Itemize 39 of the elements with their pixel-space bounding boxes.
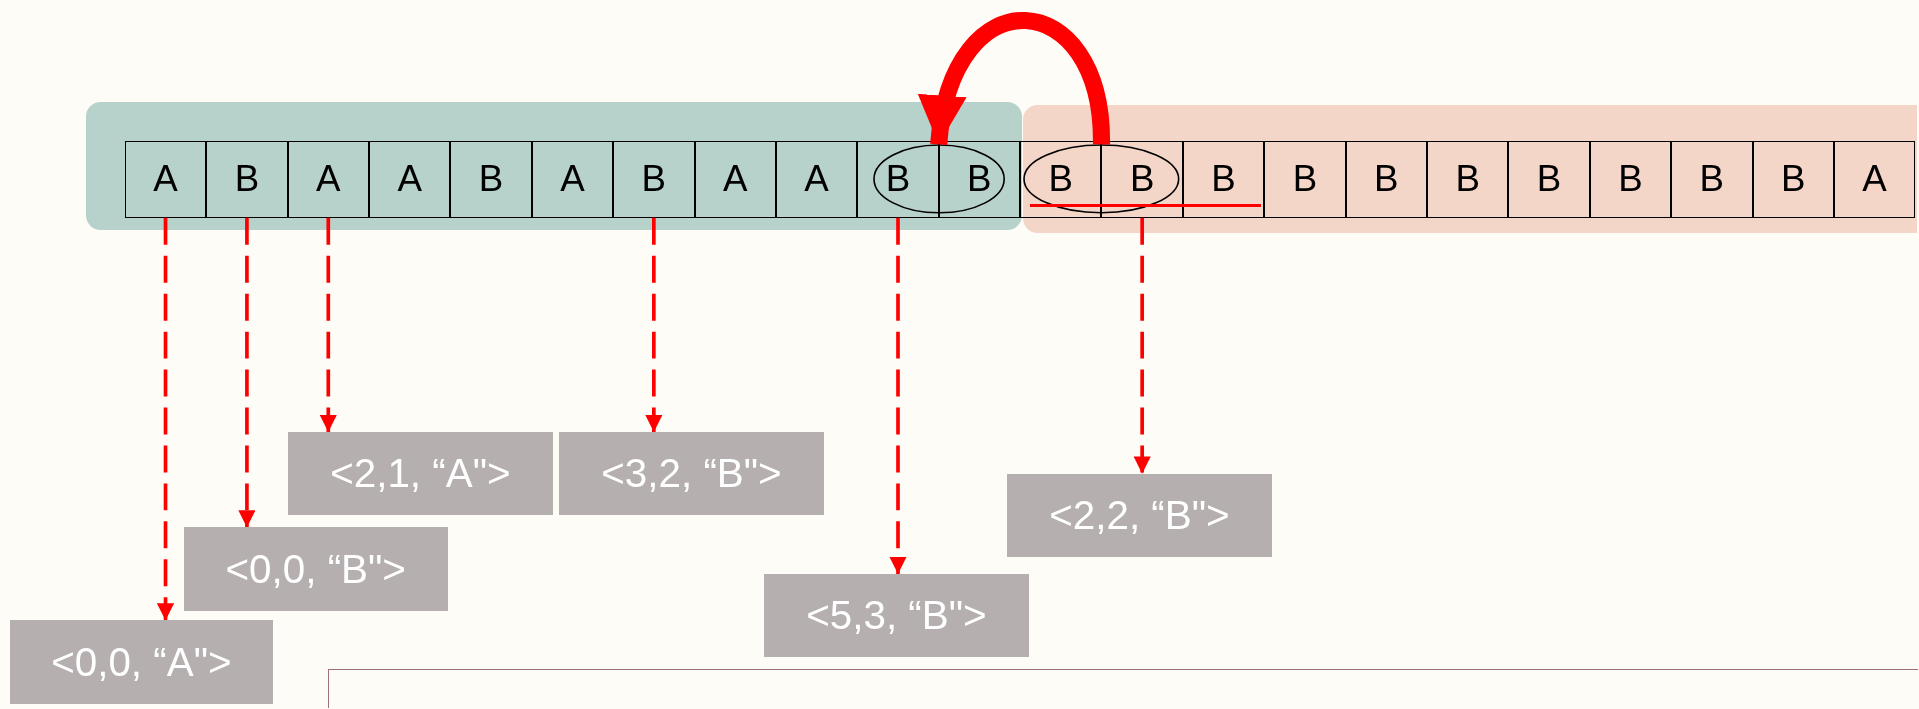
buffer-band (1023, 105, 1917, 233)
curved-arrow (921, 12, 1110, 146)
highlight-ellipse (872, 144, 1005, 215)
buffer-cell: B (938, 140, 1021, 218)
buffer-band (85, 101, 1022, 231)
token-label: <5,3, “B"> (763, 574, 1030, 658)
dashed-arrow (1133, 217, 1151, 474)
buffer-cell: A (694, 140, 776, 218)
dashed-arrow (156, 217, 175, 621)
buffer-cell: B (1264, 140, 1346, 218)
buffer-cell: B (1345, 140, 1427, 218)
buffer-cell: B (450, 140, 532, 218)
token-label: <2,2, “B"> (1007, 473, 1272, 557)
buffer-cell: A (1833, 140, 1916, 218)
buffer-cell: B (1508, 140, 1590, 218)
buffer-cell: B (857, 140, 939, 218)
buffer-cell: B (1752, 140, 1834, 218)
buffer-cell: B (1101, 140, 1183, 218)
buffer-cell: B (1671, 140, 1753, 218)
buffer-cell: A (287, 140, 369, 218)
dashed-arrow (238, 217, 256, 528)
buffer-cell: A (368, 140, 451, 218)
dashed-arrow (319, 217, 337, 432)
buffer-cell: A (775, 140, 858, 218)
buffer-cell: B (206, 140, 288, 218)
buffer-cell: B (1182, 140, 1265, 218)
token-label: <3,2, “B"> (559, 432, 824, 516)
buffer-cell: B (613, 140, 695, 218)
highlight-ellipse (1023, 144, 1180, 215)
buffer-cell: B (1427, 140, 1509, 218)
buffer-cell: A (124, 140, 207, 218)
dashed-arrow (645, 217, 663, 432)
token-label: <2,1, “A"> (287, 432, 554, 516)
buffer-cell: B (1589, 140, 1672, 218)
token-label: <0,0, “B"> (183, 527, 448, 611)
dashed-arrow (889, 217, 907, 574)
buffer-cell: B (1020, 140, 1102, 218)
token-label: <0,0, “A"> (9, 620, 273, 704)
buffer-cell: A (531, 140, 614, 218)
